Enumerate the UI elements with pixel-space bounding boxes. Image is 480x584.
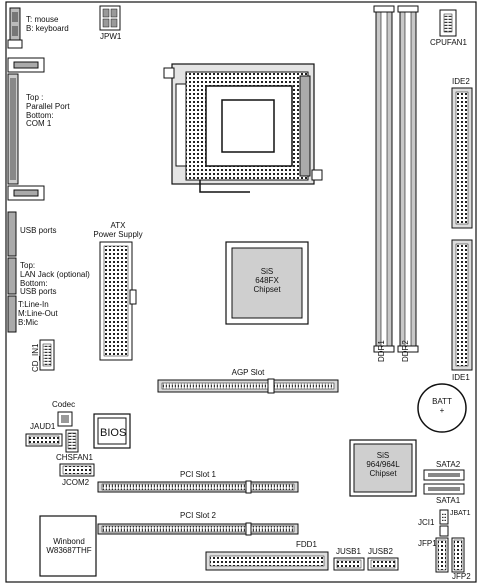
jfp2-label: JFP2 bbox=[452, 572, 471, 581]
chsfan1-header bbox=[65, 429, 79, 453]
bios-chip bbox=[93, 413, 131, 449]
sata1-label: SATA1 bbox=[436, 496, 461, 505]
sata1-connector bbox=[423, 483, 465, 495]
cpufan1-label: CPUFAN1 bbox=[430, 38, 467, 47]
jci1-header bbox=[439, 525, 449, 537]
agp-slot-label: AGP Slot bbox=[231, 368, 265, 377]
jaud1-header bbox=[25, 433, 63, 447]
jfp2-header bbox=[451, 537, 465, 573]
jci1-label: JCI1 bbox=[418, 518, 435, 527]
lan-usb-block bbox=[7, 257, 17, 295]
ide2-label: IDE2 bbox=[452, 77, 470, 86]
sis-southbridge-chip bbox=[349, 439, 417, 497]
jusb2-header bbox=[367, 557, 399, 571]
jcom2-label: JCOM2 bbox=[62, 478, 90, 487]
jaud1-label: JAUD1 bbox=[30, 422, 56, 431]
ddr1-label: DDR1 bbox=[377, 340, 386, 362]
winbond-superio-chip bbox=[39, 515, 97, 577]
ide1-connector bbox=[451, 239, 473, 371]
audio-jacks bbox=[7, 295, 17, 333]
jfp1-label: JFP1 bbox=[418, 539, 437, 548]
pci-slot-1-label: PCI Slot 1 bbox=[179, 470, 216, 479]
pci-slot-2-label: PCI Slot 2 bbox=[179, 511, 216, 520]
bios-label: BIOS bbox=[100, 427, 127, 439]
ide1-label: IDE1 bbox=[452, 373, 470, 382]
jcom2-header bbox=[59, 463, 95, 477]
sis-northbridge-chip bbox=[225, 241, 309, 325]
jfp1-header bbox=[435, 537, 449, 573]
fdd1-connector bbox=[205, 551, 329, 571]
agp-slot bbox=[157, 378, 339, 394]
cd-in1-label: CD_IN1 bbox=[31, 343, 40, 372]
mouse-keyboard-label: T: mouse B: keyboard bbox=[26, 15, 69, 33]
sata2-connector bbox=[423, 469, 465, 481]
sis-southbridge-label: SiS 964/964L Chipset bbox=[366, 451, 400, 478]
audio-jacks-label: T:Line-In M:Line-Out B:Mic bbox=[18, 300, 58, 327]
fdd1-label: FDD1 bbox=[296, 540, 317, 549]
parallel-com-label: Top : Parallel Port Bottom: COM 1 bbox=[26, 93, 70, 129]
ddr2-label: DDR2 bbox=[401, 340, 410, 362]
ps2-ports bbox=[7, 7, 23, 49]
cpufan1-header bbox=[439, 9, 457, 37]
cd-in1-header bbox=[39, 339, 55, 371]
cpu-socket bbox=[163, 63, 323, 193]
atx-power-connector bbox=[99, 241, 137, 361]
ide2-connector bbox=[451, 87, 473, 229]
usb-ports-label: USB ports bbox=[20, 226, 57, 235]
battery-label: BATT + bbox=[432, 397, 452, 415]
codec-chip bbox=[57, 411, 73, 427]
jusb1-header bbox=[333, 557, 365, 571]
codec-label: Codec bbox=[52, 400, 76, 409]
jbat1-jumper bbox=[439, 509, 449, 525]
chsfan1-label: CHSFAN1 bbox=[56, 453, 93, 462]
battery bbox=[417, 383, 467, 433]
jpw1-connector bbox=[99, 5, 121, 31]
sis-northbridge-label: SiS 648FX Chipset bbox=[253, 267, 281, 294]
usb-port-block bbox=[7, 211, 17, 257]
jbat1-label: JBAT1 bbox=[450, 510, 471, 517]
ddr2-slot bbox=[397, 5, 419, 353]
pci-slot-1 bbox=[97, 480, 299, 494]
parallel-com-ports bbox=[7, 57, 45, 201]
jpw1-label: JPW1 bbox=[100, 32, 122, 41]
jusb1-label: JUSB1 bbox=[336, 547, 361, 556]
atx-power-label: ATX Power Supply bbox=[93, 221, 143, 239]
ddr1-slot bbox=[373, 5, 395, 353]
sata2-label: SATA2 bbox=[436, 460, 461, 469]
lan-usb-label: Top: LAN Jack (optional) Bottom: USB por… bbox=[20, 261, 90, 297]
winbond-label: Winbond W83687THF bbox=[46, 537, 92, 555]
pci-slot-2 bbox=[97, 522, 299, 536]
jusb2-label: JUSB2 bbox=[368, 547, 393, 556]
